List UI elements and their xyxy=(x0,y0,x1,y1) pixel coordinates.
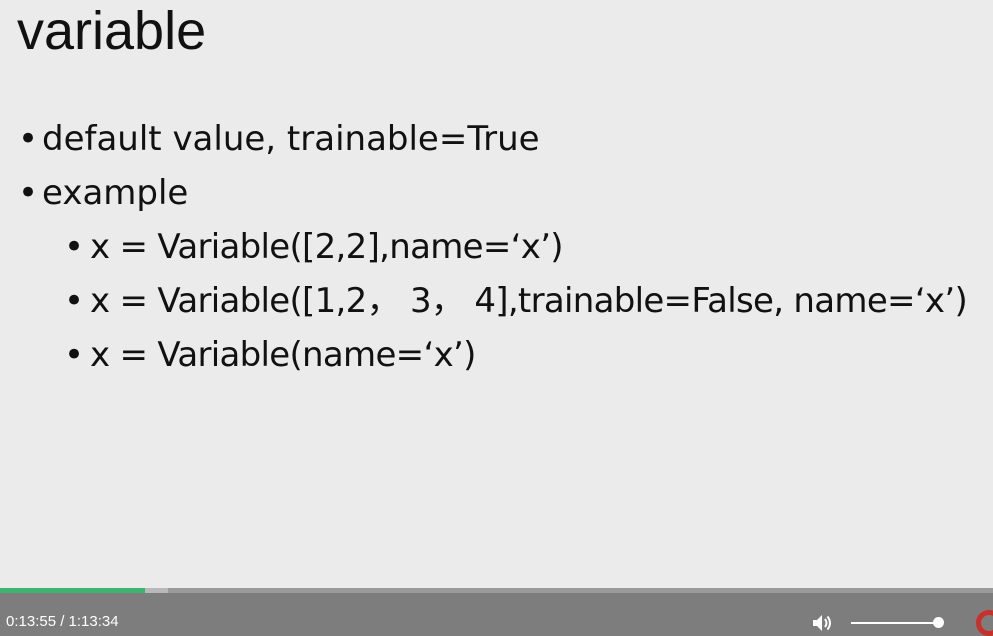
progress-played xyxy=(0,588,145,593)
volume-knob[interactable] xyxy=(933,617,944,628)
control-bar: 0:13:55 / 1:13:34 xyxy=(0,593,993,636)
bullet-item: •example xyxy=(18,173,188,213)
speaker-glyph xyxy=(813,615,831,631)
bullet-item: •default value, trainable=True xyxy=(18,119,540,159)
bullet-text: example xyxy=(42,173,189,213)
time-display: 0:13:55 / 1:13:34 xyxy=(6,613,119,630)
bullet-text: default value, trainable=True xyxy=(42,119,540,159)
logo-badge-icon xyxy=(976,610,993,636)
bullet-dot: • xyxy=(18,119,39,159)
volume-icon[interactable] xyxy=(811,612,835,634)
sub-bullet-item: •x = Variable([1,2， 3， 4],trainable=Fals… xyxy=(64,281,968,321)
progress-bar[interactable] xyxy=(0,588,993,593)
bullet-text: x = Variable(name=‘x’) xyxy=(90,335,476,375)
bullet-text: x = Variable([2,2],name=‘x’) xyxy=(90,227,564,267)
volume-track xyxy=(851,622,939,624)
slide-title: variable xyxy=(17,1,207,61)
bullet-dot: • xyxy=(64,227,84,267)
bullet-text: x = Variable([1,2， 3， 4],trainable=False… xyxy=(90,281,968,321)
sub-bullet-item: •x = Variable([2,2],name=‘x’) xyxy=(64,227,564,267)
bullet-dot: • xyxy=(18,173,39,213)
sub-bullet-item: •x = Variable(name=‘x’) xyxy=(64,335,476,375)
slide-content: variable •default value, trainable=True … xyxy=(17,1,968,375)
bullet-dot: • xyxy=(64,335,84,375)
bullet-dot: • xyxy=(64,281,84,321)
volume-slider[interactable] xyxy=(851,617,944,629)
